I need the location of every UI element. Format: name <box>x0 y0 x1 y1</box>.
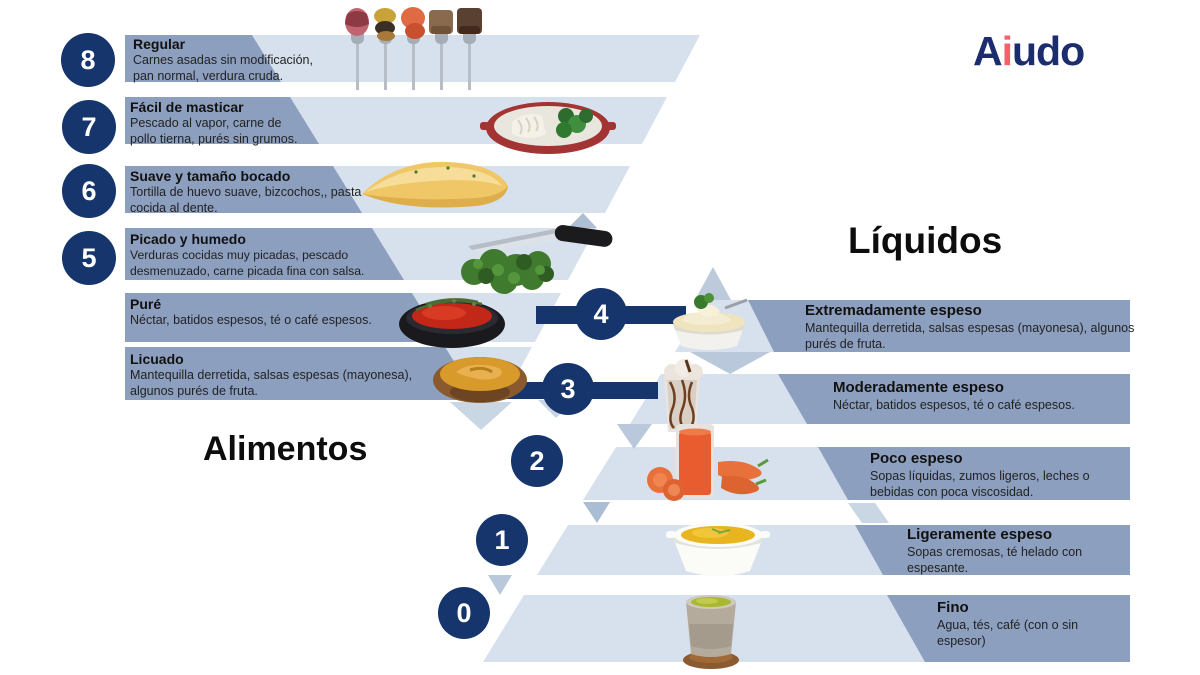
meat-on-forks-image <box>345 7 482 90</box>
yellow-puree-bowl-image <box>433 357 527 403</box>
food-label-6 <box>125 166 362 213</box>
aiudo-logo: Aiudo <box>973 28 1085 75</box>
liquid-level-title: Ligeramente espeso <box>907 526 1053 543</box>
food-level-title: Regular <box>133 36 186 52</box>
food-label-8 <box>125 35 281 82</box>
level-circle-8: 8 <box>61 33 115 87</box>
liquid-label-1 <box>855 525 1130 575</box>
red-puree-bowl-image <box>399 298 505 348</box>
food-level-licuado-text: Licuado Mantequilla derretida, salsas es… <box>130 351 455 399</box>
level-number: 0 <box>456 597 472 628</box>
food-level-title: Licuado <box>130 351 184 367</box>
liquid-level-title: Moderadamente espeso <box>833 379 1004 396</box>
mayonnaise-bowl-image <box>673 293 748 350</box>
food-level-description: Mantequilla derretida, salsas espesas (m… <box>130 368 413 398</box>
level-number: 8 <box>80 44 96 75</box>
liquids-section-title: Líquidos <box>848 220 1003 261</box>
cream-soup-bowl-image <box>666 523 770 576</box>
liquid-level-title: Fino <box>937 599 969 616</box>
milkshake-glass-image <box>664 359 703 432</box>
food-level-description: Verduras cocidas muy picadas, pescado de… <box>130 248 365 278</box>
level-circle-7: 7 <box>62 100 116 154</box>
level-number: 3 <box>560 373 576 404</box>
level-circle-2: 2 <box>511 435 563 487</box>
food-level-description: Pescado al vapor, carne de pollo tierna,… <box>130 116 298 146</box>
liquid-level-0-text: Fino Agua, tés, café (con o sin espesor) <box>937 599 1117 649</box>
liquid-label-2 <box>818 447 1130 500</box>
level-number: 6 <box>81 175 97 206</box>
level-number: 5 <box>81 242 97 273</box>
food-label-licuado <box>125 347 478 400</box>
liquid-level-description: Sopas líquidas, zumos ligeros, leches o … <box>870 469 1090 499</box>
level-number: 4 <box>593 298 609 329</box>
food-label-5 <box>125 228 404 280</box>
liquid-level-description: Néctar, batidos espesos, té o café espes… <box>833 398 1075 412</box>
food-level-5-text: Picado y humedo Verduras cocidas muy pic… <box>130 231 388 279</box>
level-number: 7 <box>81 111 97 142</box>
level-circle-5: 5 <box>62 231 116 285</box>
liquid-label-4 <box>748 300 1130 352</box>
steamed-fish-dish-image <box>480 102 616 154</box>
liquid-label-3 <box>778 374 1130 424</box>
level-number: 1 <box>494 524 510 555</box>
food-level-title: Fácil de masticar <box>130 99 244 115</box>
logo-prefix: A <box>973 28 1003 74</box>
food-label-7 <box>125 97 319 144</box>
tea-cup-image <box>683 595 739 669</box>
food-level-7-text: Fácil de masticar Pescado al vapor, carn… <box>130 99 308 147</box>
level-circle-1: 1 <box>476 514 528 566</box>
food-level-description: Tortilla de huevo suave, bizcochos,, pas… <box>130 185 362 215</box>
fragment-gap-2-1 <box>583 502 610 523</box>
level-circle-4: 4 <box>575 288 627 340</box>
liquid-level-3-text: Moderadamente espeso Néctar, batidos esp… <box>833 379 1163 414</box>
fragment-left-apex-up <box>568 213 597 228</box>
soft-omelette-image <box>362 161 508 208</box>
foods-section-title: Alimentos <box>203 430 368 468</box>
liquid-level-description: Mantequilla derretida, salsas espesas (m… <box>805 321 1135 351</box>
carrot-juice-glass-image <box>647 424 769 501</box>
liquid-level-1-text: Ligeramente espeso Sopas cremosas, té he… <box>907 526 1122 576</box>
fragment-label-gap <box>848 503 889 523</box>
fragment-left-apex-down <box>450 402 512 430</box>
minced-greens-knife-image <box>461 225 613 294</box>
liquid-level-description: Sopas cremosas, té helado con espesante. <box>907 545 1083 575</box>
liquid-level-2-text: Poco espeso Sopas líquidas, zumos ligero… <box>870 450 1122 500</box>
fragment-gap-3-2 <box>617 424 652 449</box>
logo-suffix: udo <box>1012 28 1085 74</box>
liquid-level-title: Extremadamente espeso <box>805 302 982 319</box>
level-circle-3: 3 <box>542 363 594 415</box>
food-level-title: Puré <box>130 296 162 312</box>
food-label-pure <box>125 293 442 342</box>
food-level-pure-text: Puré Néctar, batidos espesos, té o café … <box>130 296 450 329</box>
level-number: 2 <box>529 445 545 476</box>
level-circle-0: 0 <box>438 587 490 639</box>
food-level-8-text: Regular Carnes asadas sin modificación, … <box>133 36 333 84</box>
level-circle-6: 6 <box>62 164 116 218</box>
food-level-description: Néctar, batidos espesos, té o café espes… <box>130 313 372 327</box>
food-level-title: Picado y humedo <box>130 231 246 247</box>
logo-accent-letter: i <box>1001 28 1013 74</box>
liquid-level-title: Poco espeso <box>870 450 963 467</box>
food-level-description: Carnes asadas sin modificación, pan norm… <box>133 53 313 83</box>
liquid-label-0 <box>887 595 1130 662</box>
food-level-title: Suave y tamaño bocado <box>130 168 291 184</box>
fragment-right-pyramid-apex <box>695 267 731 300</box>
fragment-gap-4-3 <box>690 352 770 374</box>
food-level-6-text: Suave y tamaño bocado Tortilla de huevo … <box>130 168 362 216</box>
liquid-level-4-text: Extremadamente espeso Mantequilla derret… <box>805 302 1150 352</box>
fragment-gap-1-0 <box>488 575 512 595</box>
liquid-level-description: Agua, tés, café (con o sin espesor) <box>937 618 1079 648</box>
